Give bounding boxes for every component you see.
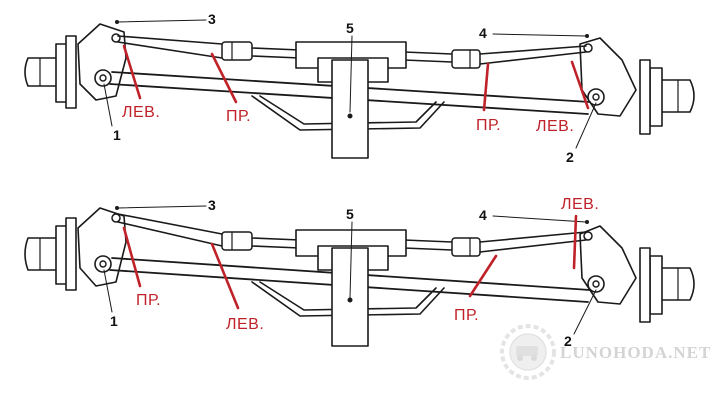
upper-red-label-center-left: ПР.	[226, 108, 251, 125]
lower-red-label-center-left: ЛЕВ.	[226, 316, 264, 333]
lower-red-label-left: ПР.	[136, 292, 161, 309]
lower-left-hub	[24, 217, 77, 291]
lower-callouts: 3 4 5 1 2	[103, 197, 597, 349]
upper-right-hub	[639, 59, 695, 135]
lower-label-2: 2	[564, 333, 572, 349]
lower-left-knuckle	[77, 207, 127, 287]
lower-axle-assembly: 3 4 5 1 2 ПР. ЛЕВ. ПР. ЛЕВ.	[24, 196, 695, 349]
upper-callouts: 3 4 5 1 2	[103, 11, 597, 165]
lower-right-knuckle	[579, 225, 637, 305]
upper-red-label-left: ЛЕВ.	[122, 104, 160, 121]
upper-left-knuckle	[77, 23, 127, 101]
lower-red-annotations: ПР. ЛЕВ. ПР. ЛЕВ.	[122, 196, 599, 333]
upper-steering-linkage	[117, 35, 587, 69]
upper-right-knuckle	[579, 37, 637, 117]
lower-red-label-right: ЛЕВ.	[561, 196, 599, 213]
upper-label-4: 4	[479, 25, 487, 41]
upper-left-hub	[24, 35, 77, 109]
upper-label-5: 5	[346, 20, 354, 36]
watermark-logo-icon	[500, 324, 556, 380]
upper-center-gearbox	[251, 41, 445, 159]
lower-red-label-center-right: ПР.	[454, 307, 479, 324]
watermark: LUNOHODA.NET	[500, 324, 711, 380]
lower-steering-linkage	[117, 213, 587, 257]
upper-label-1: 1	[113, 127, 121, 143]
lower-right-hub	[639, 247, 695, 323]
upper-label-3: 3	[208, 11, 216, 27]
upper-label-2: 2	[566, 149, 574, 165]
upper-axle-assembly: 3 4 5 1 2 ЛЕВ. ПР. ПР. ЛЕВ.	[24, 11, 695, 165]
lower-label-1: 1	[110, 313, 118, 329]
lower-label-5: 5	[346, 206, 354, 222]
lower-label-3: 3	[208, 197, 216, 213]
upper-red-label-right: ЛЕВ.	[536, 118, 574, 135]
upper-red-label-center-right: ПР.	[476, 117, 501, 134]
lower-label-4: 4	[479, 207, 487, 223]
watermark-text: LUNOHODA.NET	[560, 343, 711, 362]
upper-red-annotations: ЛЕВ. ПР. ПР. ЛЕВ.	[122, 44, 590, 135]
